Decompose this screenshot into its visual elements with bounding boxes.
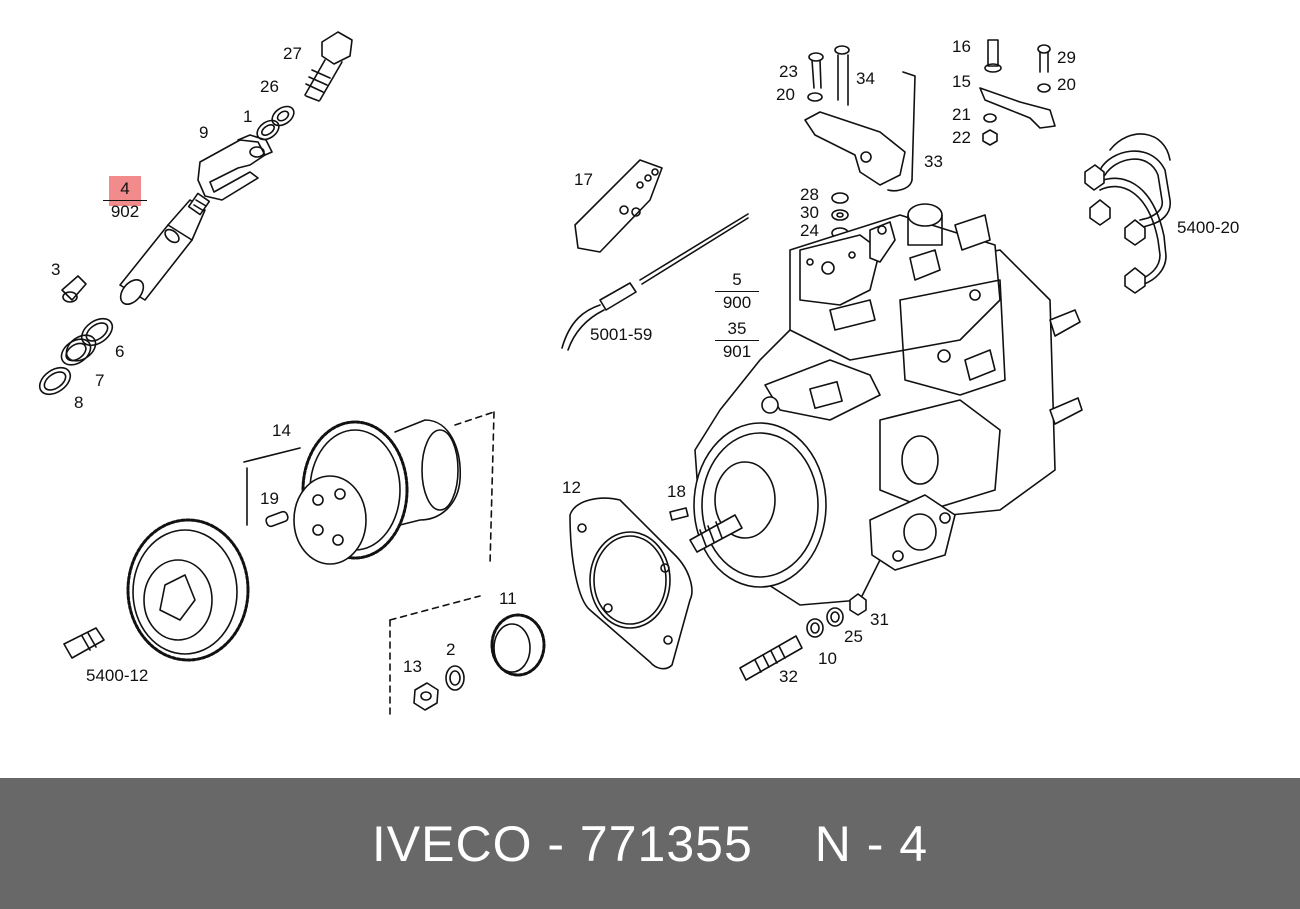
callout-5400-20[interactable]: 5400-20 [1177, 218, 1240, 237]
callout-15[interactable]: 15 [952, 72, 971, 91]
stud-5400-12-drawing [63, 627, 105, 659]
gear-5400-12-drawing [126, 518, 250, 662]
bolt-27-drawing [304, 31, 353, 102]
callout-17[interactable]: 17 [574, 170, 593, 189]
part-35-901-callout[interactable]: 35 901 [715, 320, 759, 361]
part-number: 35 [715, 320, 759, 341]
part-5-900-callout[interactable]: 5 900 [715, 271, 759, 312]
washers-28-30-24-drawing [831, 192, 849, 239]
footer-bar: IVECO - 771355 N - 4 [0, 778, 1300, 909]
key-18-drawing [669, 507, 689, 521]
callout-21[interactable]: 21 [952, 105, 971, 124]
part-sheet: 900 [722, 293, 752, 312]
callout-5400-12[interactable]: 5400-12 [86, 666, 149, 685]
part-number: 4 [103, 180, 147, 201]
nut-13-drawing [413, 682, 439, 711]
callout-7[interactable]: 7 [95, 371, 105, 390]
callout-11[interactable]: 11 [499, 589, 517, 608]
brand-part-number: IVECO - 771355 [371, 815, 753, 872]
gear-11-drawing [490, 613, 546, 677]
callout-20-right[interactable]: 20 [1057, 75, 1076, 94]
cable-5001-59-drawing [561, 213, 749, 351]
callout-18[interactable]: 18 [667, 482, 686, 501]
dashed-bracket [389, 595, 481, 715]
part-sheet: 902 [110, 202, 140, 221]
injection-pump-body-drawing [689, 203, 1083, 606]
callout-24[interactable]: 24 [800, 221, 819, 240]
seal-rings-drawing [38, 317, 114, 396]
callout-16[interactable]: 16 [952, 37, 971, 56]
fork-9-drawing [197, 134, 273, 201]
callout-22[interactable]: 22 [952, 128, 971, 147]
callout-30[interactable]: 30 [800, 203, 819, 222]
callout-13[interactable]: 13 [403, 657, 422, 676]
washer-26-drawing [271, 105, 295, 127]
clip-15-drawing [979, 39, 1056, 146]
callout-9[interactable]: 9 [199, 123, 209, 142]
callout-12[interactable]: 12 [562, 478, 581, 497]
callout-32[interactable]: 32 [779, 667, 798, 686]
part-sheet: 901 [722, 342, 752, 361]
callout-26[interactable]: 26 [260, 77, 279, 96]
callout-2[interactable]: 2 [446, 640, 456, 659]
pin-19-drawing [265, 510, 289, 528]
bracket-17-drawing [574, 159, 663, 253]
callout-25[interactable]: 25 [844, 627, 863, 646]
pipes-5400-20-drawing [1084, 133, 1171, 294]
callout-23[interactable]: 23 [779, 62, 798, 81]
callout-1[interactable]: 1 [243, 107, 253, 126]
callout-29[interactable]: 29 [1057, 48, 1076, 67]
highlighted-part-marker [109, 176, 141, 206]
callout-34[interactable]: 34 [856, 69, 875, 88]
parts-diagram: 4 902 5 900 35 901 27 26 1 9 3 6 7 8 14 … [38, 31, 1240, 715]
washer-2-drawing [445, 665, 465, 691]
callout-28[interactable]: 28 [800, 185, 819, 204]
part-4-902-callout[interactable]: 4 902 [103, 180, 147, 221]
diagram-reference: N - 4 [814, 815, 929, 872]
callout-10[interactable]: 10 [818, 649, 837, 668]
linkage-top-drawing [804, 45, 916, 192]
part-number: 5 [715, 271, 759, 292]
screw-3-drawing [61, 275, 87, 303]
callout-14[interactable]: 14 [272, 421, 291, 440]
callout-8[interactable]: 8 [74, 393, 84, 412]
callout-31[interactable]: 31 [870, 610, 889, 629]
gasket-12-drawing [569, 497, 693, 670]
callout-3[interactable]: 3 [51, 260, 61, 279]
callout-19[interactable]: 19 [260, 489, 279, 508]
callout-5001-59[interactable]: 5001-59 [590, 325, 653, 344]
exploded-view-drawing [38, 31, 1171, 715]
callout-27[interactable]: 27 [283, 44, 302, 63]
callout-20-left[interactable]: 20 [776, 85, 795, 104]
callout-6[interactable]: 6 [115, 342, 125, 361]
fasteners-bottom-drawing [739, 593, 867, 681]
callout-33[interactable]: 33 [924, 152, 943, 171]
injector-4-drawing [119, 192, 211, 305]
footer-caption: IVECO - 771355 N - 4 [0, 778, 1300, 909]
gear-shaft-14-drawing [243, 411, 495, 566]
